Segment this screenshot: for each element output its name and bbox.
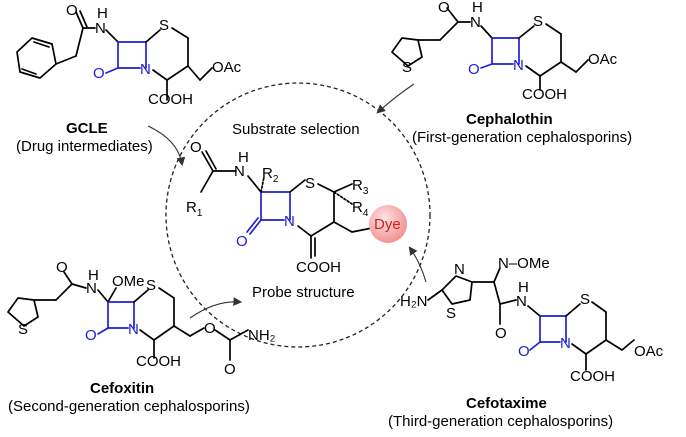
arrow-cefotaxime xyxy=(408,246,427,283)
svg-text:O: O xyxy=(66,2,78,19)
dye-sphere xyxy=(369,205,407,243)
svg-text:N: N xyxy=(516,293,527,310)
svg-text:O: O xyxy=(204,320,216,337)
svg-text:O: O xyxy=(495,325,507,342)
svg-text:NH₂: NH₂ xyxy=(248,327,276,344)
svg-text:N: N xyxy=(454,261,465,278)
svg-text:OMe: OMe xyxy=(112,273,145,290)
svg-text:O: O xyxy=(190,139,202,156)
svg-text:O: O xyxy=(518,343,530,360)
svg-text:S: S xyxy=(305,175,315,192)
svg-text:H: H xyxy=(518,279,529,296)
cephalothin-name: Cephalothin xyxy=(466,111,553,128)
svg-text:OAc: OAc xyxy=(212,59,242,76)
r1-label: R1 xyxy=(186,199,203,219)
svg-text:S: S xyxy=(159,17,169,34)
gcle-structure: O N H O N S COOH OAc xyxy=(16,2,242,108)
svg-text:H: H xyxy=(472,0,483,16)
selection-circle xyxy=(165,82,431,348)
svg-text:H: H xyxy=(97,5,108,22)
svg-text:H: H xyxy=(238,149,249,166)
svg-text:N: N xyxy=(513,57,524,74)
cephalothin-desc: (First-generation cephalosporins) xyxy=(412,129,632,146)
gcle-desc: (Drug intermediates) xyxy=(16,138,153,155)
svg-text:COOH: COOH xyxy=(570,368,615,385)
r2-label: R2 xyxy=(262,165,279,185)
svg-text:N: N xyxy=(470,14,481,31)
svg-text:O: O xyxy=(85,327,97,344)
cefotaxime-desc: (Third-generation cephalosporins) xyxy=(388,413,613,430)
cefotaxime-structure: H₂N N S N–OMe O N H O N S COOH OAc xyxy=(400,255,664,385)
cefoxitin-desc: (Second-generation cephalosporins) xyxy=(8,398,250,415)
arrow-cephalothin xyxy=(376,83,415,114)
svg-text:OAc: OAc xyxy=(588,51,618,68)
svg-text:O: O xyxy=(56,259,68,276)
svg-text:N: N xyxy=(86,280,97,297)
r3-label: R3 xyxy=(352,177,369,197)
probe-structure: O R1 N H O N R2 S COOH R3 R4 xyxy=(186,139,373,276)
svg-text:N: N xyxy=(128,321,139,338)
cefotaxime-name: Cefotaxime xyxy=(466,395,547,412)
svg-text:COOH: COOH xyxy=(136,353,181,370)
cefoxitin-structure: S O N H OMe O N S COOH O O NH₂ xyxy=(7,259,276,378)
svg-text:S: S xyxy=(402,59,412,76)
svg-text:H₂N: H₂N xyxy=(400,293,428,310)
svg-text:N–OMe: N–OMe xyxy=(498,255,550,272)
center-caption: Probe structure xyxy=(252,284,355,301)
svg-text:N: N xyxy=(560,335,571,352)
cefoxitin-name: Cefoxitin xyxy=(90,380,154,397)
svg-text:COOH: COOH xyxy=(296,259,341,276)
svg-text:S: S xyxy=(18,321,28,338)
svg-text:O: O xyxy=(236,233,248,250)
arrow-gcle xyxy=(147,125,186,167)
svg-text:N: N xyxy=(140,61,151,78)
arrow-cefoxitin xyxy=(189,297,243,319)
dye-label: Dye xyxy=(374,216,401,233)
svg-text:S: S xyxy=(580,291,590,308)
svg-text:O: O xyxy=(93,65,105,82)
gcle-name: GCLE xyxy=(66,120,108,137)
svg-text:S: S xyxy=(446,305,456,322)
svg-text:COOH: COOH xyxy=(522,86,567,103)
svg-text:OAc: OAc xyxy=(634,343,664,360)
svg-text:H: H xyxy=(88,267,99,284)
svg-text:N: N xyxy=(234,163,245,180)
svg-text:N: N xyxy=(284,213,295,230)
cephalothin-structure: S O N H O N S COOH OAc xyxy=(391,0,618,103)
svg-text:O: O xyxy=(224,361,236,378)
center-title: Substrate selection xyxy=(232,121,360,138)
svg-text:O: O xyxy=(438,0,450,16)
svg-text:N: N xyxy=(95,20,106,37)
svg-text:S: S xyxy=(533,13,543,30)
r4-label: R4 xyxy=(352,199,369,219)
svg-text:S: S xyxy=(146,277,156,294)
svg-text:O: O xyxy=(468,61,480,78)
svg-text:COOH: COOH xyxy=(148,91,193,108)
